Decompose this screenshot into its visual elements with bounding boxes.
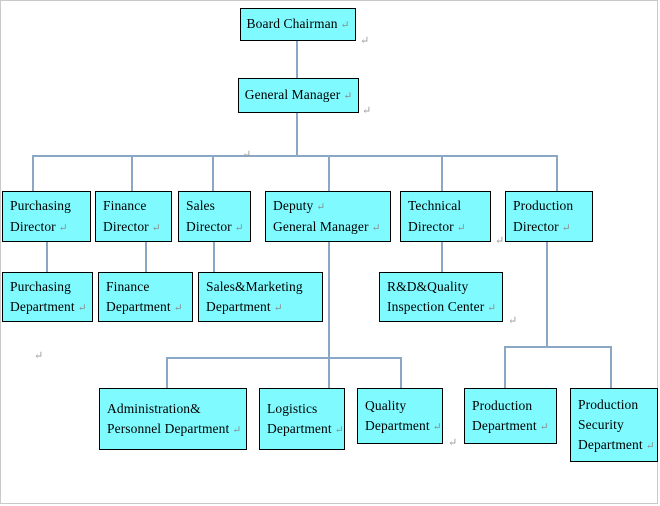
node-administration-personnel-department-line2: Personnel Department — [107, 421, 230, 436]
pilcrow-mark: ↵ — [58, 222, 68, 234]
node-board-chairman-label: Board Chairman — [246, 16, 338, 32]
pilcrow-mark: ↵ — [173, 303, 183, 314]
connector-deputy-gm-bus — [166, 357, 402, 359]
node-administration-personnel-department[interactable]: Administration& Personnel Department↵ — [99, 388, 247, 450]
node-production-department-line2: Department — [472, 418, 537, 433]
node-technical-director[interactable]: Technical Director↵ — [400, 191, 491, 242]
node-sales-marketing-department-line1: Sales&Marketing — [206, 278, 303, 294]
node-rnd-quality-inspection-center-line1: R&D&Quality — [387, 278, 469, 294]
pilcrow-mark-left-margin: ↵ — [34, 350, 44, 362]
node-sales-marketing-department[interactable]: Sales&Marketing Department↵ — [198, 272, 323, 322]
node-production-department-line1: Production — [472, 397, 533, 413]
pilcrow-mark-gm-right: ↵ — [362, 105, 372, 117]
pilcrow-mark: ↵ — [316, 202, 326, 214]
connector-drop-technical-director — [441, 155, 443, 191]
connector-production-director-bus — [504, 346, 612, 348]
node-purchasing-director-line1: Purchasing — [10, 198, 71, 214]
pilcrow-mark: ↵ — [232, 425, 242, 436]
node-sales-director-line1: Sales — [186, 198, 215, 214]
pilcrow-mark-chairman-right: ↵ — [360, 35, 370, 47]
node-deputy-general-manager-line2: General Manager — [273, 218, 369, 234]
node-sales-director-line2: Director — [186, 218, 232, 234]
connector-drop-sales-director — [212, 155, 214, 191]
node-production-director-line2: Director — [513, 218, 559, 234]
pilcrow-mark-technical-right: ↵ — [495, 235, 505, 247]
connector-gm-bus — [32, 155, 558, 157]
node-quality-department-line2: Department — [365, 418, 430, 433]
node-technical-director-line1: Technical — [408, 198, 462, 214]
node-production-security-department-line2: Security — [578, 416, 624, 432]
connector-drop-finance-director — [131, 155, 133, 191]
pilcrow-mark-gm-bus: ↵ — [242, 149, 252, 161]
node-quality-department-line1: Quality — [365, 397, 407, 413]
connector-drop-quality-department — [400, 357, 402, 388]
pilcrow-mark: ↵ — [343, 91, 353, 103]
node-production-security-department[interactable]: Production Security Department↵ — [570, 388, 658, 462]
node-purchasing-director-line2: Director — [10, 218, 56, 234]
node-production-security-department-line3: Department — [578, 437, 643, 453]
connector-drop-deputy-gm — [328, 155, 330, 191]
node-finance-department[interactable]: Finance Department↵ — [98, 272, 193, 322]
connector-production-director-stem — [546, 242, 548, 347]
pilcrow-mark: ↵ — [77, 303, 87, 314]
node-general-manager-label: General Manager — [244, 87, 341, 103]
node-production-director-line1: Production — [513, 198, 574, 214]
pilcrow-mark: ↵ — [334, 425, 344, 436]
connector-technical-director-to-center — [441, 242, 443, 272]
pilcrow-mark: ↵ — [273, 303, 283, 314]
pilcrow-mark: ↵ — [456, 222, 466, 234]
node-finance-director-line1: Finance — [103, 198, 147, 214]
connector-purchasing-director-to-department — [46, 242, 48, 272]
node-finance-department-line1: Finance — [106, 278, 150, 294]
pilcrow-mark: ↵ — [645, 441, 655, 453]
pilcrow-mark: ↵ — [432, 422, 442, 433]
node-purchasing-department-line2: Department — [10, 299, 75, 314]
connector-drop-production-director — [556, 155, 558, 191]
node-finance-director-line2: Director — [103, 218, 149, 234]
pilcrow-mark: ↵ — [371, 222, 381, 234]
node-production-security-department-line1: Production — [578, 396, 639, 412]
connector-finance-director-to-department — [145, 242, 147, 272]
node-purchasing-director[interactable]: Purchasing Director↵ — [2, 191, 91, 242]
node-finance-director[interactable]: Finance Director↵ — [95, 191, 172, 242]
connector-gm-stem — [296, 113, 298, 156]
node-sales-director[interactable]: Sales Director↵ — [178, 191, 251, 242]
node-deputy-general-manager[interactable]: Deputy↵ General Manager↵ — [265, 191, 391, 242]
node-rnd-quality-inspection-center[interactable]: R&D&Quality Inspection Center↵ — [379, 272, 503, 322]
node-board-chairman[interactable]: Board Chairman↵ — [240, 8, 356, 41]
node-administration-personnel-department-line1: Administration& — [107, 400, 201, 416]
pilcrow-mark: ↵ — [234, 222, 244, 234]
connector-deputy-gm-stem — [328, 242, 330, 388]
node-sales-marketing-department-line2: Department — [206, 299, 271, 314]
node-finance-department-line2: Department — [106, 299, 171, 314]
connector-sales-director-to-department — [213, 242, 215, 272]
node-technical-director-line2: Director — [408, 218, 454, 234]
connector-drop-production-security — [610, 346, 612, 388]
connector-drop-purchasing-director — [32, 155, 34, 191]
pilcrow-mark: ↵ — [487, 303, 497, 314]
node-rnd-quality-inspection-center-line2: Inspection Center — [387, 299, 485, 314]
connector-drop-production-department — [504, 346, 506, 388]
pilcrow-mark-quality-right: ↵ — [448, 437, 458, 449]
pilcrow-mark-center-right: ↵ — [508, 315, 518, 327]
connector-chairman-to-gm — [296, 41, 298, 79]
node-deputy-general-manager-line1: Deputy — [273, 198, 314, 214]
node-general-manager[interactable]: General Manager↵ — [238, 78, 359, 113]
node-logistics-department[interactable]: Logistics Department↵ — [259, 388, 345, 450]
pilcrow-mark: ↵ — [561, 222, 571, 234]
node-logistics-department-line2: Department — [267, 421, 332, 436]
node-logistics-department-line1: Logistics — [267, 400, 318, 416]
node-purchasing-department-line1: Purchasing — [10, 278, 71, 294]
node-production-director[interactable]: Production Director↵ — [505, 191, 593, 242]
pilcrow-mark: ↵ — [539, 422, 549, 433]
pilcrow-mark: ↵ — [151, 222, 161, 234]
node-quality-department[interactable]: Quality Department↵ — [357, 388, 443, 444]
connector-drop-administration-personnel — [166, 357, 168, 388]
pilcrow-mark: ↵ — [340, 20, 350, 32]
node-purchasing-department[interactable]: Purchasing Department↵ — [2, 272, 93, 322]
node-production-department[interactable]: Production Department↵ — [464, 388, 557, 444]
